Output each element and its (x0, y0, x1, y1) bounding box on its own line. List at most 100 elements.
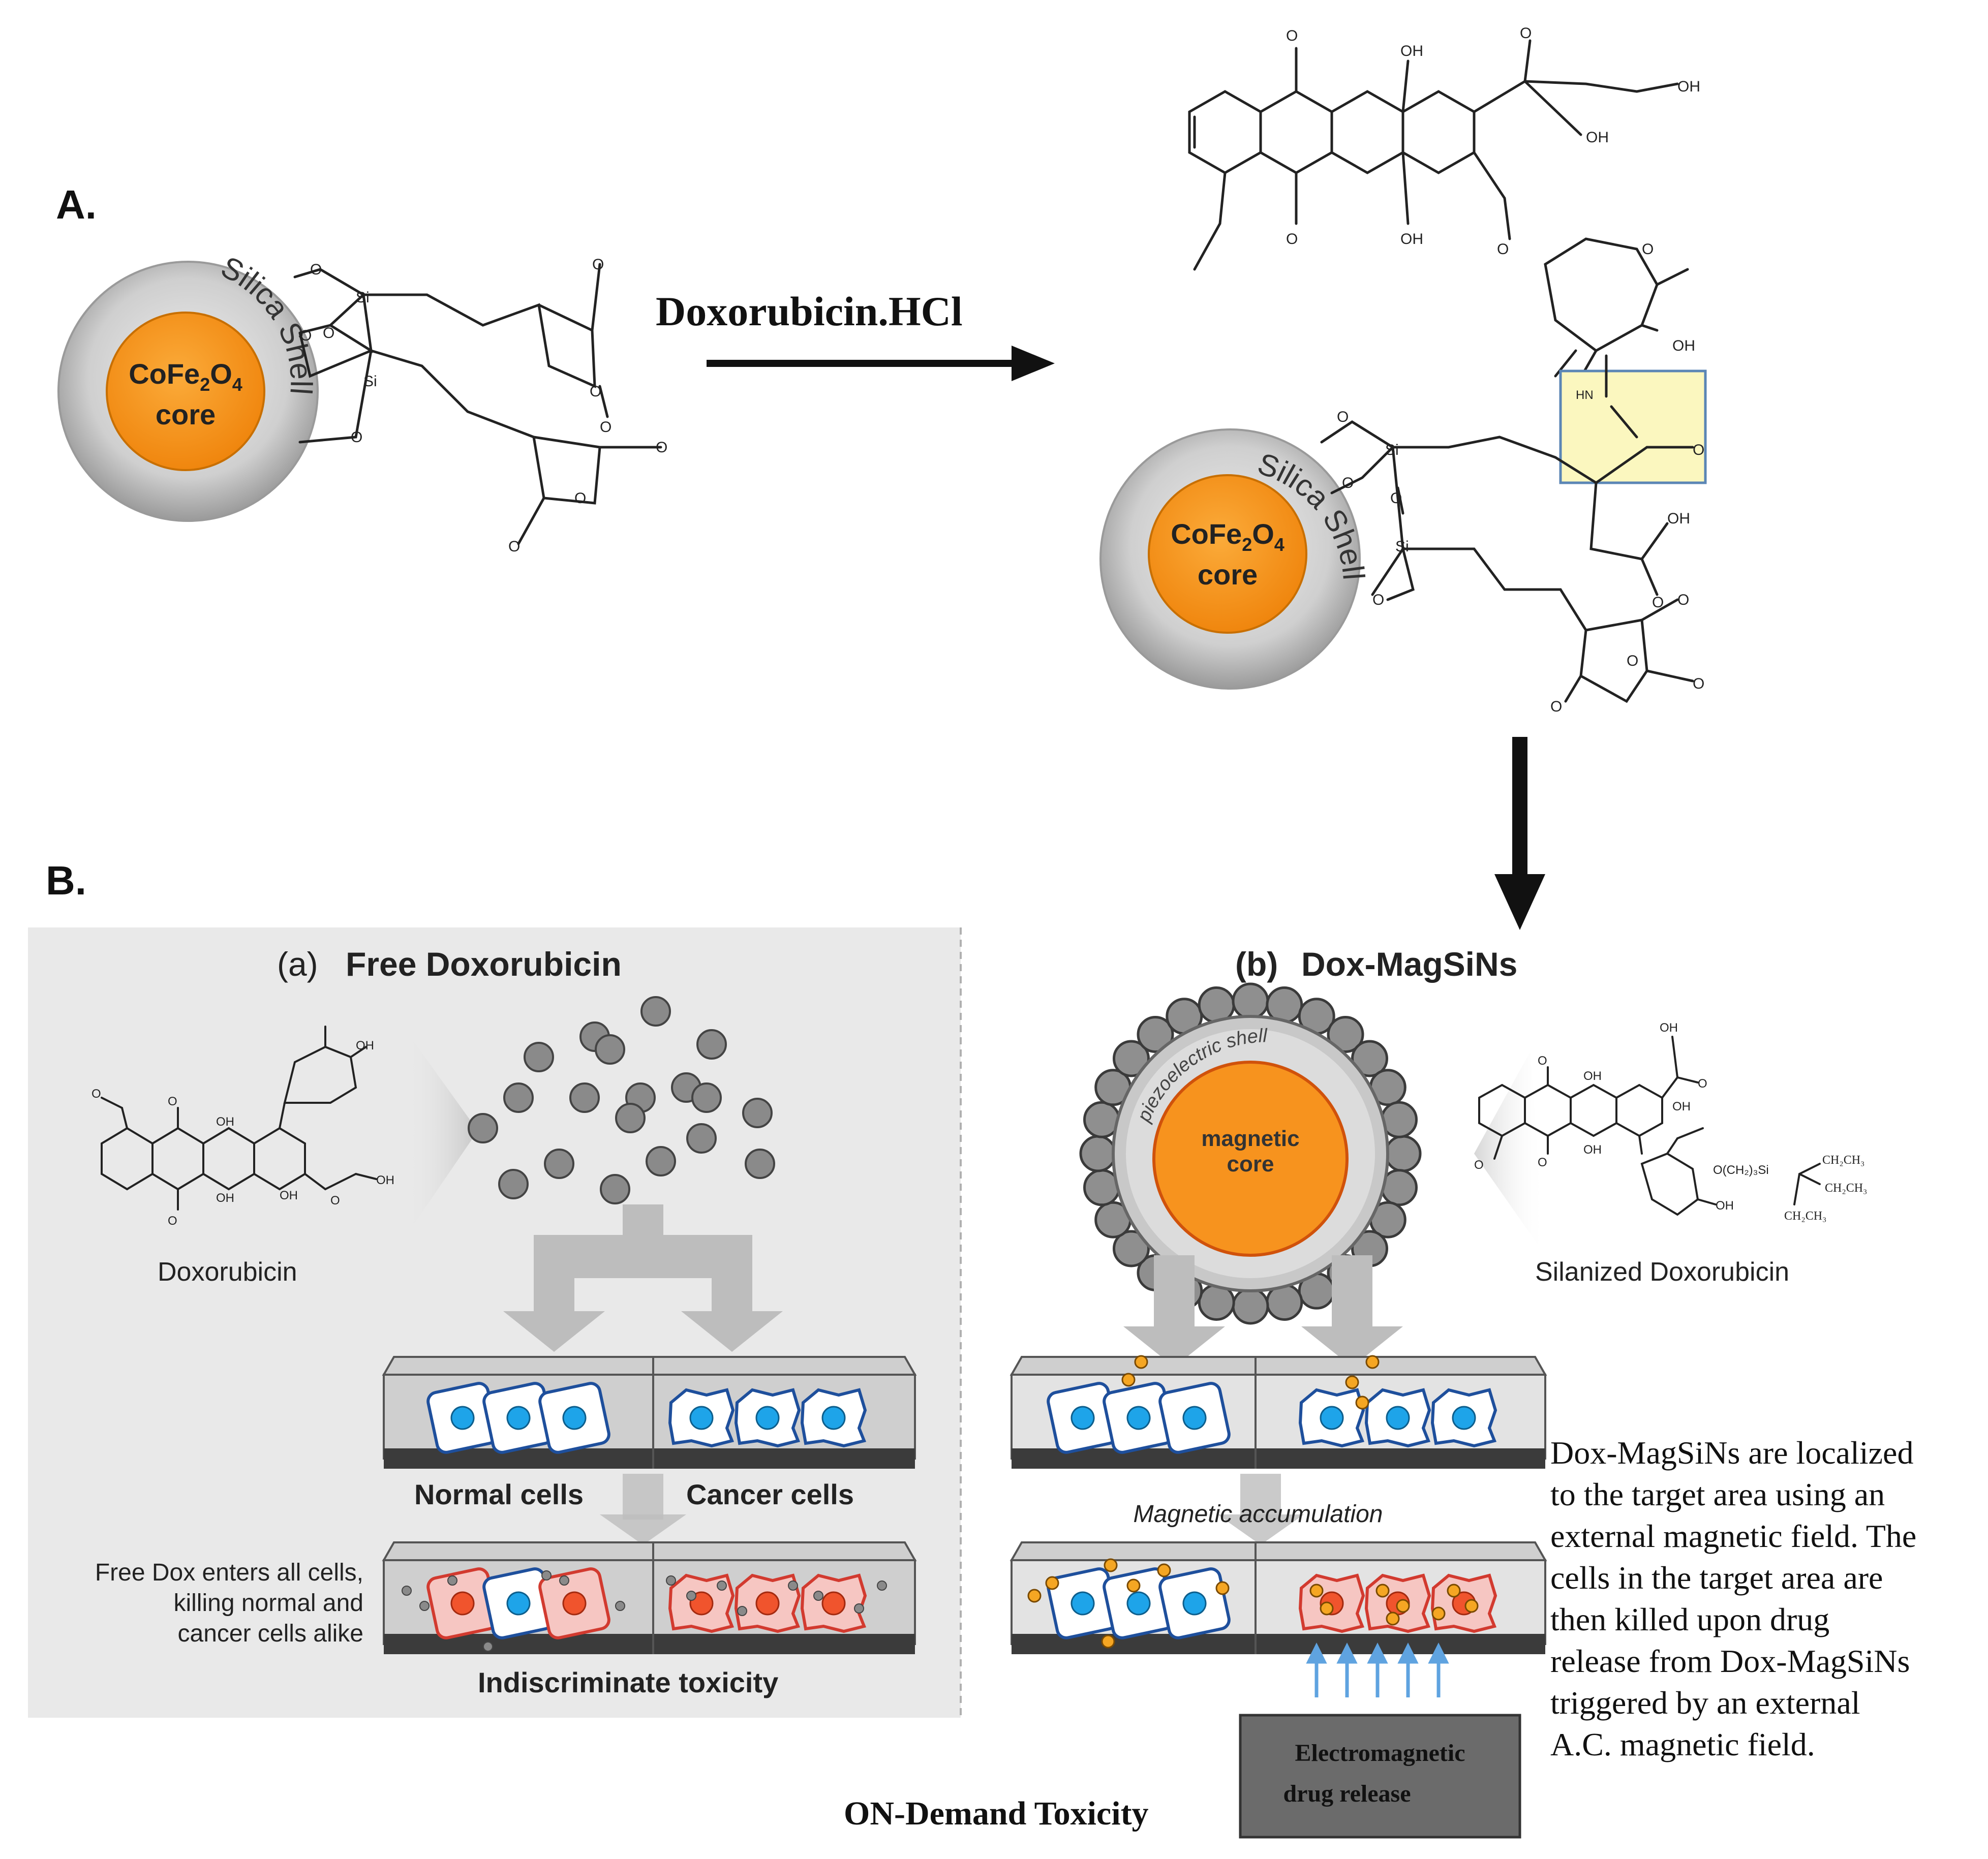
atom-si: Si (363, 373, 377, 390)
description-line: release from Dox-MagSiNs (1550, 1643, 1910, 1679)
dead-normal-cell (538, 1567, 610, 1639)
atom-o: O (1286, 231, 1298, 247)
dead-cancer-cell (1430, 1573, 1497, 1633)
description-line: triggered by an external (1550, 1685, 1860, 1721)
free-drug-dots (402, 1570, 887, 1652)
atom-oh: OH (1583, 1069, 1602, 1083)
normal-cell (1158, 1567, 1231, 1639)
right-title: Dox-MagSiNs (1301, 945, 1517, 983)
free-dox-note-line: killing normal and (173, 1590, 363, 1617)
dead-cancer-cell (1298, 1573, 1365, 1633)
atom-oh: OH (1667, 510, 1690, 527)
magnetic-core-label: magnetic (1201, 1126, 1299, 1151)
atom-o: O (1642, 241, 1654, 258)
normal-cell (1047, 1382, 1119, 1454)
atom-o: O (1677, 592, 1689, 608)
reagent-label: Doxorubicin.HCl (656, 288, 963, 334)
electromagnetic-box (1239, 1714, 1521, 1839)
atom-si: Si (356, 289, 370, 306)
split-arrow-left (503, 1204, 783, 1352)
shell-bead (1384, 1135, 1422, 1172)
cell-box-right-top (1010, 1355, 1547, 1469)
atom-oh: OH (1400, 231, 1423, 247)
silanized-doxorubicin-structure: O O OH OH OH O OH O OH O(CH₂)₃Si CH₂CH₃ … (1474, 1021, 1867, 1223)
cell-box-left-top (382, 1356, 917, 1469)
atom-oh: OH (216, 1115, 234, 1129)
atom-oh: OH (280, 1189, 298, 1202)
atom-o: O (590, 383, 601, 400)
down-arrow-right (1217, 1474, 1304, 1545)
atom-oh: OH (1677, 78, 1700, 95)
description-line: external magnetic field. The (1550, 1518, 1916, 1554)
description-line: Dox-MagSiNs are localized (1550, 1435, 1913, 1471)
field-arrows (1306, 1643, 1449, 1697)
atom-oh: OH (376, 1173, 394, 1187)
atom-o: O (592, 256, 604, 273)
atom-o: O (508, 538, 520, 555)
on-demand-label: ON-Demand Toxicity (844, 1795, 1149, 1832)
atom-oh: OH (1672, 1100, 1691, 1113)
normal-cell (1103, 1382, 1175, 1454)
right-title-prefix: (b) (1235, 945, 1278, 983)
atom-oh: OH (356, 1039, 374, 1052)
atom-o: O (1474, 1158, 1484, 1172)
atom-o: O (1693, 442, 1704, 458)
description-line: cells in the target area are (1550, 1560, 1883, 1596)
atom-oh: OH (1400, 43, 1423, 59)
silane-group: CH₂CH₃ (1822, 1154, 1864, 1167)
atom-o: O (1372, 592, 1384, 608)
nanoparticle-a: CoFe2O4 core Silica Shell (57, 250, 319, 522)
free-drug-particles (468, 996, 775, 1204)
cancer-cell (800, 1388, 867, 1448)
atom-oh: OH (1586, 129, 1609, 146)
atom-o: O (1693, 675, 1704, 692)
em-box-line: drug release (1283, 1780, 1411, 1807)
atom-o: O (168, 1095, 177, 1108)
shell-bead (1232, 982, 1269, 1020)
cancer-cell (1364, 1388, 1431, 1448)
amide-highlight (1559, 369, 1707, 484)
dead-cancer-cell (734, 1573, 801, 1633)
free-dox-note-line: cancer cells alike (178, 1620, 363, 1647)
atom-o: O (1627, 653, 1638, 669)
atom-oh: OH (1716, 1199, 1734, 1213)
silane-group: CH₂CH₃ (1825, 1182, 1867, 1195)
atom-oh: OH (1660, 1021, 1678, 1035)
atom-si: Si (1395, 538, 1409, 555)
description-line: then killed upon drug (1550, 1601, 1829, 1637)
normal-cell (1158, 1382, 1231, 1454)
shell-bead (1113, 1230, 1150, 1267)
atom-o: O (330, 1194, 340, 1207)
magnetic-accumulation-label: Magnetic accumulation (1134, 1501, 1383, 1528)
funnel-left (407, 1032, 478, 1235)
atom-o: O (574, 490, 586, 507)
cancer-cell (1298, 1388, 1365, 1448)
atom-o: O (600, 419, 611, 436)
free-dox-note-line: Free Dox enters all cells, (95, 1559, 363, 1586)
cancer-cell (1430, 1388, 1497, 1448)
atom-o: O (91, 1087, 101, 1101)
magnetic-core-label: core (1227, 1152, 1274, 1176)
core-word: core (156, 398, 216, 430)
indiscriminate-label: Indiscriminate toxicity (478, 1666, 778, 1698)
magnetic-core (1152, 1061, 1349, 1257)
cancer-cell (668, 1388, 735, 1448)
cell-box-right-bottom (1010, 1541, 1547, 1654)
down-arrow (1494, 737, 1545, 930)
normal-cell (1103, 1567, 1175, 1639)
shell-bead (1351, 1040, 1388, 1077)
shell-bead (1137, 1016, 1174, 1053)
left-title: Free Doxorubicin (346, 945, 622, 983)
magsin-dots (1121, 1355, 1380, 1410)
dead-normal-cell (426, 1567, 499, 1639)
atom-o: O (1652, 594, 1664, 611)
shell-bead (1079, 1135, 1117, 1172)
atom-o: O (300, 327, 312, 344)
down-arrow-left (600, 1474, 686, 1545)
atom-oh: OH (1583, 1143, 1602, 1157)
atom-o: O (323, 325, 334, 342)
description-text: Dox-MagSiNs are localized to the target … (1550, 1435, 1916, 1762)
funnel-right (1474, 1052, 1545, 1255)
atom-o: O (1337, 409, 1349, 425)
